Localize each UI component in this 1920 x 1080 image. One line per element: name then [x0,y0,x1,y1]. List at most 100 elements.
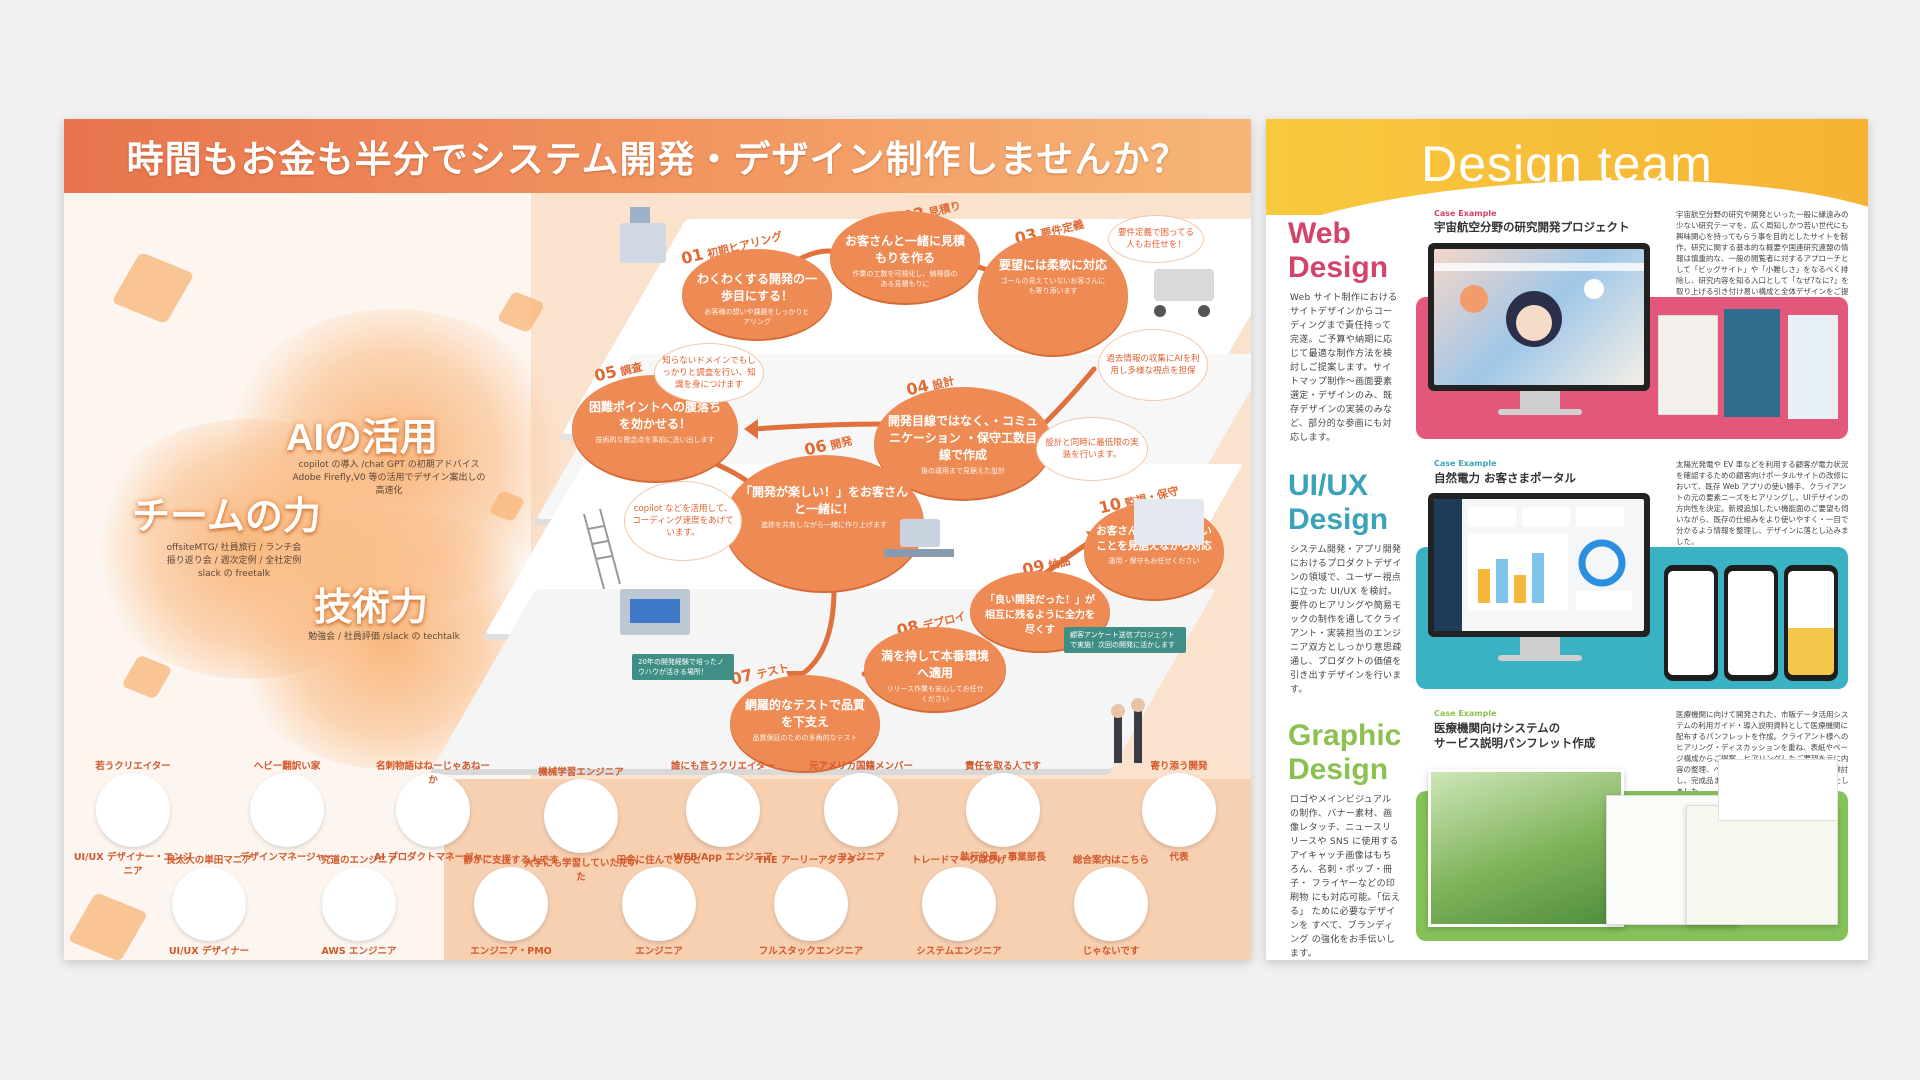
member-avatar-5: 誰にも言うクリエイター WEB/App エンジニア [671,761,775,863]
step-06-bubble: 「開発が楽しい！」をお客さんと一緒に！進捗を共有しながら一緒に作り上げます [724,455,924,591]
monitor-base [1498,409,1582,415]
banner-title: 時間もお金も半分でシステム開発・デザイン制作しませんか？ [126,139,1189,180]
member-role: 元アメリカ国籍メンバー [808,761,914,772]
web-case-title: 宇宙航空分野の研究開発プロジェクト [1434,220,1630,234]
bubble-title: 困難ポイントへの腹落ちを効かせる！ [588,400,721,432]
pamphlet-page [1718,759,1838,821]
monitor-base [1498,655,1582,661]
member-avatar-10: 究道のエンジニア AWS エンジニア [321,855,397,957]
avatar [250,773,324,847]
design-team-panel: Design team Web Design Web サイト制作における サイト… [1266,119,1868,960]
avatar [172,867,246,941]
member-title: エンジニア・PMO [470,946,552,957]
note-cloud: copilot などを活用して、コーディング速度をあげています。 [624,481,742,561]
member-avatar-15: 総合案内はこちらじゃないです [1073,855,1149,957]
section-title-line: Graphic [1288,719,1402,752]
phone-screen [1668,571,1714,675]
bubble-title: 満を持して本番環境へ適用 [881,648,989,680]
graphic-design-title: Graphic Design [1288,719,1401,787]
design-team-title: Design team [1421,136,1713,192]
member-role: 田舎に住んでるひと [616,855,702,866]
member-title: AWS エンジニア [321,946,397,957]
web-design-desc: Web サイト制作における サイトデザインからコー ディングまで責任持って 完遂… [1290,293,1398,443]
note-cloud: 設計と同時に最低限の実装を行います。 [1036,417,1148,481]
skill-ai-title: AIの活用 [286,417,439,459]
dashboard-illustration [1434,499,1632,631]
graphic-design-desc: ロゴやメインビジュアル の制作、バナー素材、画 像レタッチ、ニュースリ リースや… [1290,795,1401,959]
member-role: 誰にも言うクリエイター [670,761,776,772]
member-avatar-14: トレードマークはひげシステムエンジニア [911,855,1006,957]
avatar [922,867,996,941]
phone-screen [1788,571,1834,675]
monitor-stand [1520,637,1560,657]
bubble-title: 「良い開発だった！」が相互に残るように全力を尽くす [985,594,1095,636]
uiux-design-desc: システム開発・アプリ開発 におけるプロダクトデザイ ンの領域で、ユーザー視点 に… [1290,545,1402,695]
bubble-sub: お客様の想いや課題をしっかりヒアリング [704,308,810,326]
member-avatar-13: THE アーリーアダプターフルスタックエンジニア [757,855,866,957]
member-title: 大学にも学習していただいた [524,858,638,883]
avatar [322,867,396,941]
member-avatar-12: 田舎に住んでるひとエンジニア [617,855,702,957]
web-page-thumb [1658,315,1718,415]
pamphlet-photo [1428,769,1624,927]
graphic-case-title: 医療機関向けシステムの サービス説明パンフレット作成 [1434,721,1596,750]
member-title: UI/UX デザイナー [168,946,250,957]
avatar [1142,773,1216,847]
note-cloud: 要件定義で困ってる人もお任せを！ [1108,215,1204,263]
case-example-label: Case Example [1434,709,1497,718]
step-08-bubble: 満を持して本番環境へ適用リリース作業も安心してお任せください [864,627,1006,711]
skill-ai-desc: copilot の導入 /chat GPT の初期アドバイス Adobe Fir… [292,460,486,496]
monitor-stand [1520,391,1560,411]
avatar [824,773,898,847]
note-cloud: 過去情報の収集にAIを利用し多様な視点を担保 [1098,329,1208,401]
member-role: トレードマークはひげ [911,855,1007,866]
skill-team-title: チームの力 [132,496,321,538]
avatar [474,867,548,941]
bubble-sub: リリース作業も安心してお任せください [886,684,984,703]
member-avatar-2: ヘビー翻訳い家デザインマネージャー [240,761,334,863]
step-02-bubble: お客さんと一緒に見積もりを作る作業の工数を可視化し、納得感のある見積もりに [830,211,980,303]
bubble-sub: 後の運用まで見据えた設計 [921,466,1005,475]
member-avatar-7: 責任を取る人です執行役員、事業部長 [960,761,1046,863]
bubble-sub: 作業の工数を可視化し、納得感のある見積もりに [852,270,958,288]
bubble-sub: 運用・保守もお任せください [1108,556,1200,565]
avatar [966,773,1040,847]
uiux-monitor [1428,493,1650,637]
member-title: エンジニア [635,946,683,957]
member-title: じゃないです [1082,946,1140,957]
member-role: 若うクリエイター [95,761,171,772]
section-title-line: Design [1288,503,1389,536]
standing-people-illustration [1111,698,1145,763]
member-title: AI プロダクトマネージャー [373,852,493,863]
avatar [774,867,848,941]
uiux-case-desc: 太陽光発電や EV 車などを利用する顧客が電力状況を確認するための顧客向けポータ… [1676,460,1849,546]
section-title-line: Design [1288,251,1389,284]
monitor-board-illustration [1134,499,1204,545]
web-screen [1434,249,1644,385]
office-illustrations [583,207,1214,763]
avatar [622,867,696,941]
member-title: WEB/App エンジニア [673,852,773,863]
skill-tech-desc: 勉強会 / 社員評価 /slack の techtalk [308,632,460,642]
member-avatar-11: 静かに支援する人ですエンジニア・PMO [463,855,558,957]
member-role: 名刺物語はねーじゃあねーか [375,761,490,786]
step-07-bubble: 網羅的なテストで品質を下支え品質保証のための多角的なテスト [730,675,880,771]
member-avatar-3: 名刺物語はねーじゃあねーか AI プロダクトマネージャー [374,761,492,863]
web-case-desc: 宇宙航空分野の研究や開発といった一般に縁遠みの少ない研究テーマを、広く周知しかつ… [1676,210,1849,307]
uiux-design-title: UI/UX Design [1288,469,1388,537]
member-title: エンジニア [837,852,885,863]
developer-desk-illustration [884,519,954,557]
step-03-bubble: 要望には柔軟に対応ゴールの見えていないお客さんにも寄り添います [978,235,1128,355]
section-title-line: Design [1288,753,1389,786]
avatar [396,773,470,847]
member-role: 究道のエンジニア [320,855,397,866]
member-title: システムエンジニア [916,946,1002,957]
skill-team-desc: offsiteMTG/ 社員旅行 / ランチ会 振り返り会 / 週次定例 / 全… [166,543,302,579]
phone-screen [1728,571,1774,675]
hearing-desk-illustration [620,207,666,263]
member-role: 責任を取る人です [964,761,1041,772]
web-page-thumb [1724,309,1780,417]
member-title: フルスタックエンジニア [758,946,864,957]
